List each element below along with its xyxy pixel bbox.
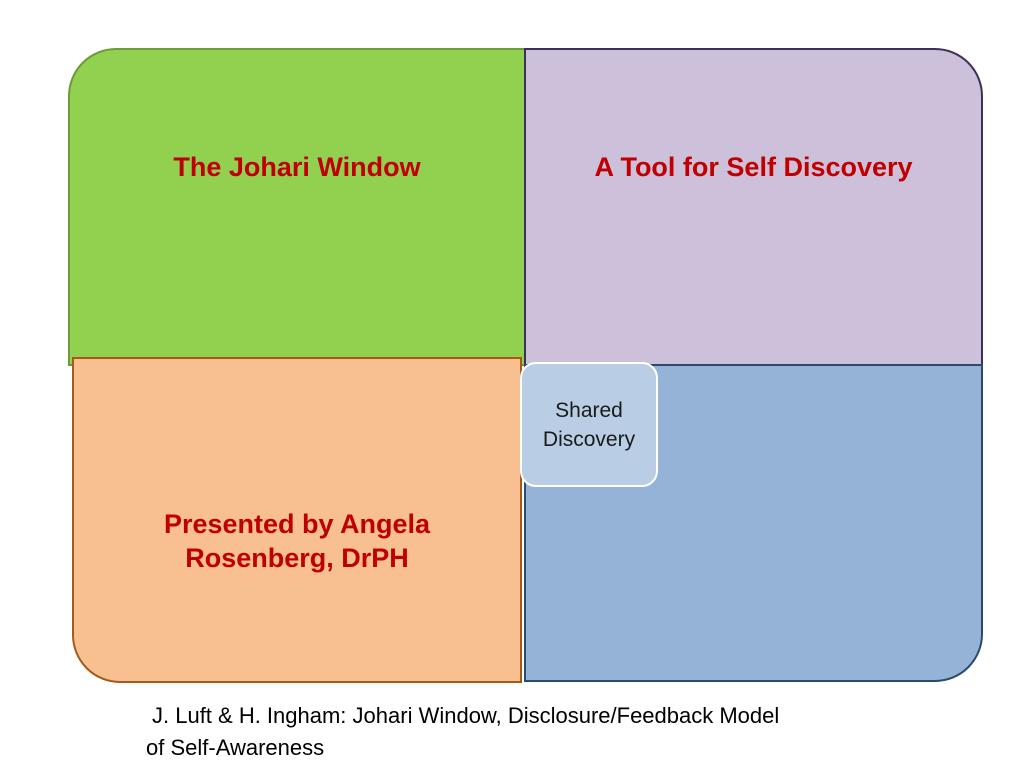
presenter-credit: Presented by Angela Rosenberg, DrPH (163, 509, 431, 573)
shared-discovery-box: Shared Discovery (520, 362, 658, 487)
source-caption: J. Luft & H. Ingham: Johari Window, Disc… (146, 700, 906, 764)
caption-line-2: of Self-Awareness (146, 735, 325, 760)
quadrant-top-right: A Tool for Self Discovery (524, 48, 983, 366)
diagram-title: The Johari Window (173, 152, 421, 182)
shared-discovery-label: Shared Discovery (542, 398, 636, 451)
diagram-subtitle: A Tool for Self Discovery (594, 152, 913, 182)
caption-line-1: J. Luft & H. Ingham: Johari Window, Disc… (152, 703, 780, 728)
quadrant-top-left: The Johari Window (68, 48, 526, 366)
quadrant-bottom-left: Presented by Angela Rosenberg, DrPH (72, 357, 522, 683)
